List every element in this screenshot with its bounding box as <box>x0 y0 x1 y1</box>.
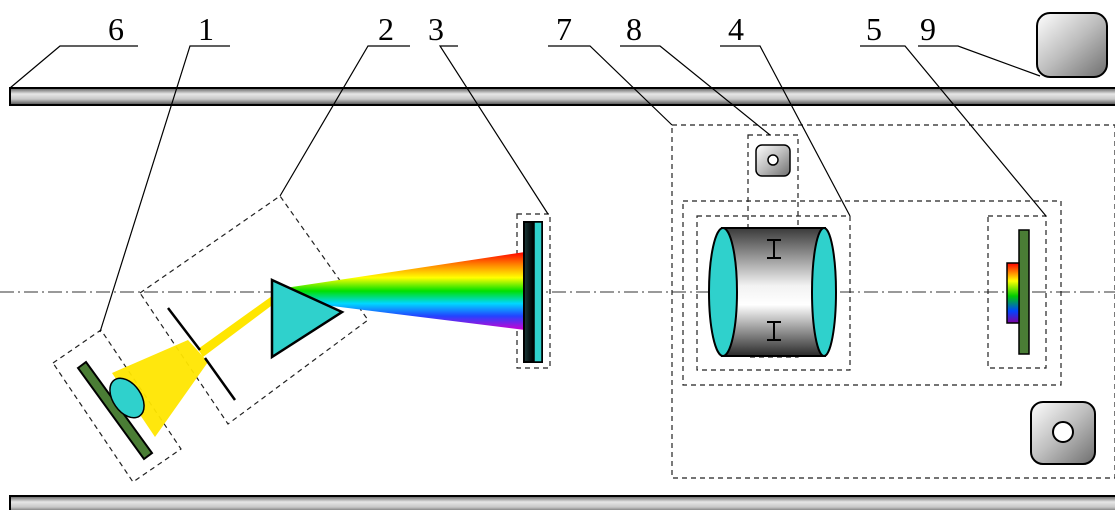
detector-strip <box>533 221 543 363</box>
output-plate <box>1018 229 1030 355</box>
leader-lines <box>9 45 1047 333</box>
slit-upper <box>167 307 201 351</box>
label-4: 4 <box>728 11 744 47</box>
source-plate <box>76 360 154 461</box>
label-6: 6 <box>108 11 124 47</box>
yellow-beam-narrow <box>198 296 275 357</box>
large-knob-hole <box>1052 421 1074 443</box>
label-7: 7 <box>556 11 572 47</box>
box-5 <box>987 215 1047 369</box>
top-rail <box>9 87 1115 106</box>
label-8: 8 <box>626 11 642 47</box>
yellow-beam-cone <box>112 340 208 437</box>
source-lens <box>109 377 145 419</box>
output-spectrum <box>1006 262 1020 324</box>
label-9: 9 <box>920 11 936 47</box>
cylinder-lens-right <box>811 227 837 357</box>
label-1: 1 <box>198 11 214 47</box>
label-5: 5 <box>866 11 882 47</box>
callout-labels: 6 1 2 3 7 8 4 5 9 <box>108 11 936 47</box>
label-2: 2 <box>378 11 394 47</box>
label-3: 3 <box>428 11 444 47</box>
box-inner-7 <box>682 200 1062 386</box>
bottom-rail <box>9 495 1115 510</box>
prism <box>270 278 345 360</box>
box-7 <box>671 124 1115 479</box>
box-4 <box>696 215 851 371</box>
box-2 <box>139 195 369 425</box>
item-9-block <box>1036 12 1108 78</box>
box-1 <box>52 329 182 483</box>
dashed-boxes <box>52 124 1115 483</box>
slit-lower <box>203 357 237 401</box>
cylinder-marks <box>767 239 781 341</box>
small-knob-hole <box>767 154 779 166</box>
cylinder-lens-left <box>708 227 738 357</box>
spectrum-fan <box>285 252 525 330</box>
